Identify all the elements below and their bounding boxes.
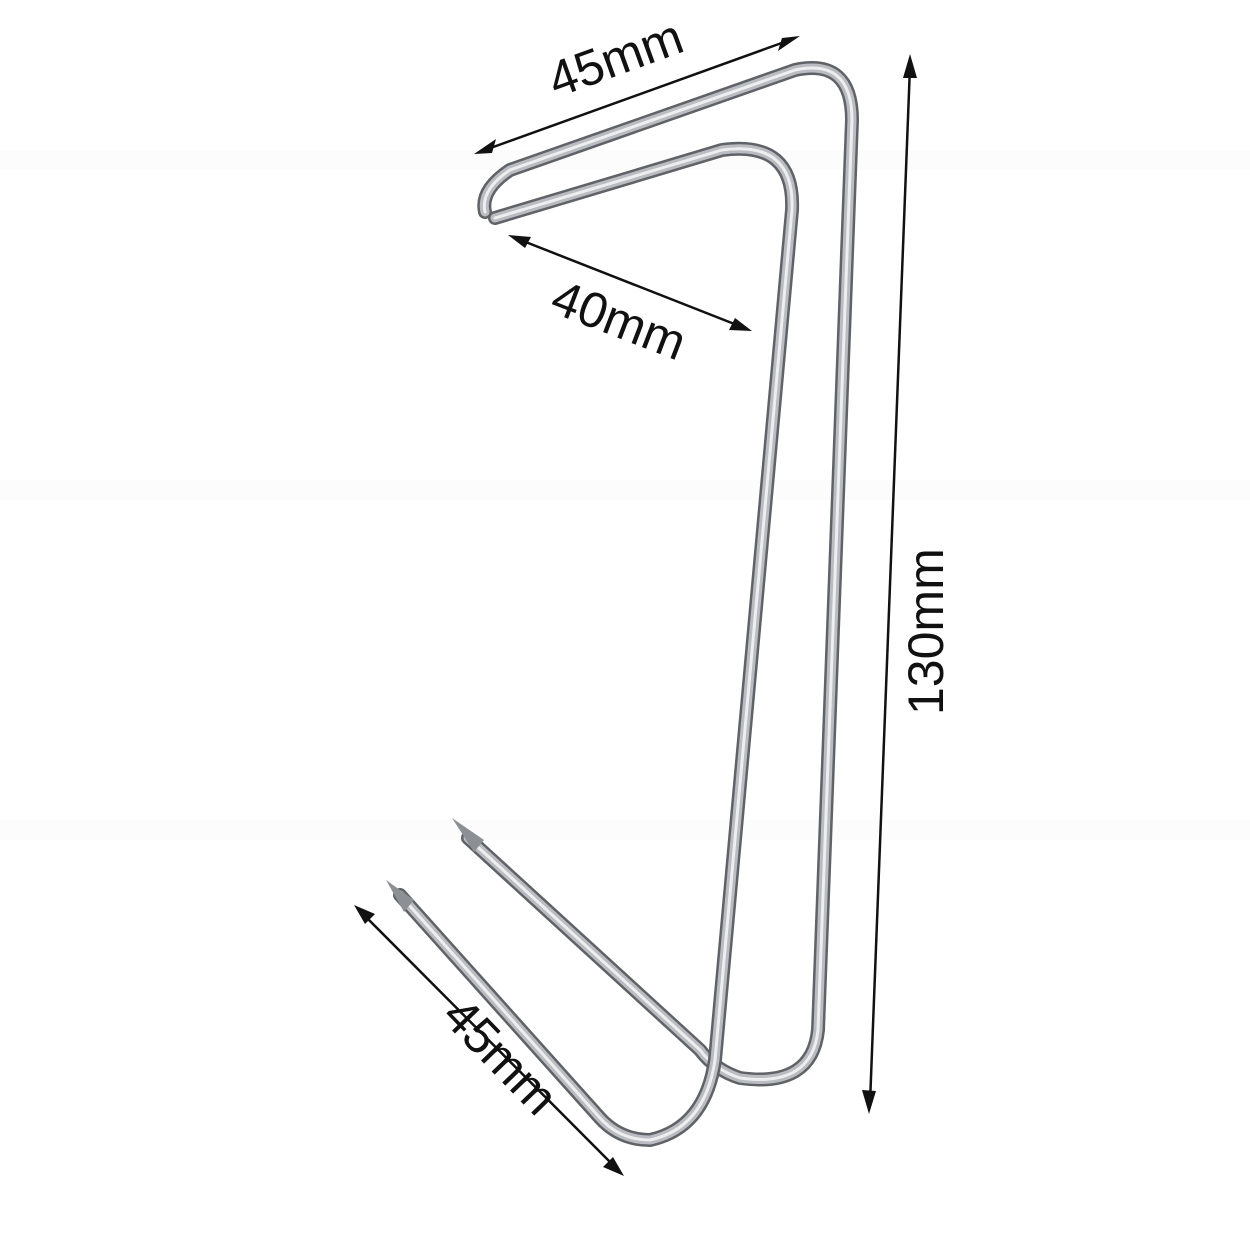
hook-wire-inner-highlight [398, 147, 794, 1142]
hook-tip-left [386, 880, 414, 912]
dimension-total-length: 130mm [862, 54, 954, 1114]
dimension-label-top-outer: 45mm [541, 8, 691, 108]
dimension-top-inner: 40mm [508, 235, 752, 371]
background-texture [0, 150, 1250, 840]
meat-hook [386, 61, 859, 1147]
dimension-label-total-length: 130mm [898, 548, 954, 715]
hook-wire-outer-highlight [466, 66, 854, 1081]
dimension-label-top-inner: 40mm [544, 269, 694, 371]
hook-tip-right [452, 818, 484, 852]
